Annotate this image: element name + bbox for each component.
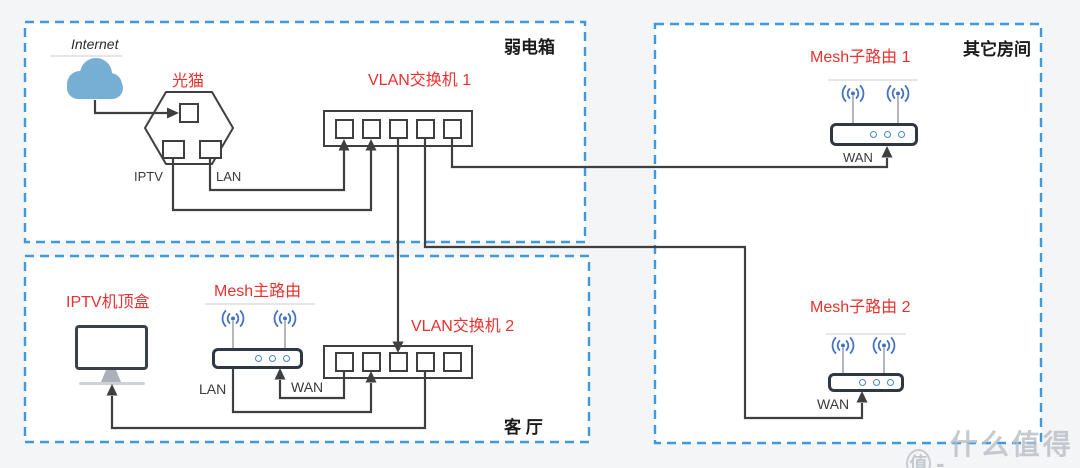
wifi-antenna-icon [871,335,897,373]
iptv-stb-label: IPTV机顶盒 [66,294,150,311]
smzdm-watermark: 值 - 什么值得买 [906,423,1080,468]
vlan-switch-2-icon [323,345,473,379]
monitor-base-icon [79,382,145,385]
switch-port [443,118,462,139]
region-living-room-label: 客 厅 [504,418,543,437]
switch-port [416,352,435,372]
led-icon [873,379,880,386]
led-icon [887,379,894,386]
led-icon [269,355,276,362]
mesh-main-router-icon [212,348,303,369]
switch-port [335,352,354,372]
region-other-rooms-label: 其它房间 [963,40,1031,59]
led-icon [859,379,866,386]
mesh-main-wan-label: WAN [291,379,324,395]
wifi-antenna-icon [272,308,298,348]
modem-lan-port-label: LAN [216,169,242,184]
vlan-switch-1-icon [323,110,473,147]
mesh-main-lan-label: LAN [199,381,227,397]
modem-iptv-port-label: IPTV [134,169,163,184]
wifi-antenna-icon [840,83,866,123]
internet-label: Internet [71,36,119,52]
mesh-sub1-label: Mesh子路由 1 [810,49,911,66]
led-icon [870,131,877,138]
wifi-antenna-icon [830,335,856,373]
smzdm-logo-icon: 值 [906,448,932,468]
switch1-label: VLAN交换机 1 [368,72,472,89]
led-icon [884,131,891,138]
switch-port [443,352,462,372]
wifi-antenna-icon [220,308,246,348]
mesh-sub2-wan-label: WAN [817,396,850,412]
mesh-main-label: Mesh主路由 [214,283,302,300]
watermark-dash: - [936,447,945,468]
switch-port [389,352,408,372]
watermark-text: 什么值得买 [949,429,1074,460]
modem-label: 光猫 [172,73,205,90]
monitor-stand-icon [101,370,121,382]
switch-port [389,118,408,139]
switch-port [362,352,381,372]
switch-port [416,118,435,139]
mesh-sub1-wan-label: WAN [843,150,873,165]
mesh-sub2-label: Mesh子路由 2 [810,299,911,316]
led-icon [283,355,290,362]
wifi-antenna-icon [885,83,911,123]
iptv-stb-monitor-icon [75,325,148,370]
region-weak-box-label: 弱电箱 [504,38,555,57]
switch-port [335,118,354,139]
led-icon [898,131,905,138]
mesh-sub-router-2-icon [828,373,904,392]
mesh-sub-router-1-icon [830,123,918,146]
switch2-label: VLAN交换机 2 [411,318,515,335]
region-weak-current-box [23,20,587,244]
switch-port [362,118,381,139]
led-icon [255,355,262,362]
